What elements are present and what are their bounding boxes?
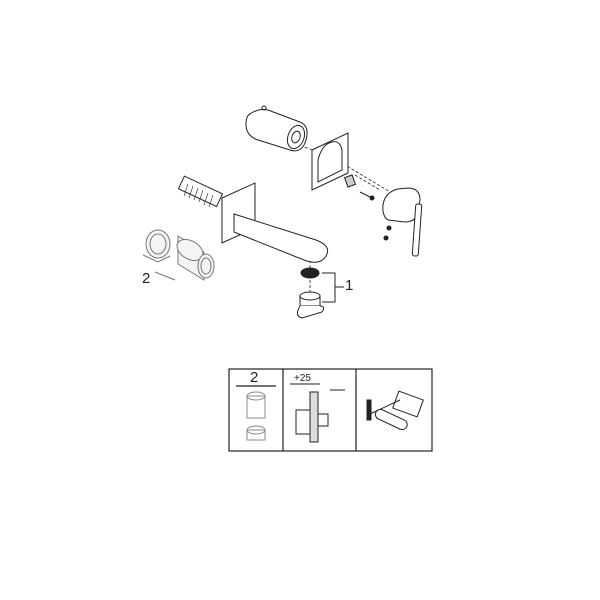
panel-cell-1-label: 2 — [250, 369, 259, 386]
cartridge-assembly — [142, 229, 215, 281]
escutcheon-plate — [311, 132, 349, 191]
aerator-assembly — [296, 267, 344, 319]
panel-cell-2-label: +25 — [294, 373, 311, 384]
set-screw — [343, 174, 375, 201]
callout-1-label: 1 — [345, 277, 354, 294]
callout-2-label: 2 — [142, 270, 151, 287]
panel-wall-section-icon — [290, 383, 345, 443]
lever-handle — [382, 187, 423, 257]
panel-cartridge-icon — [246, 391, 266, 441]
valve-cap — [245, 105, 308, 152]
spout — [177, 175, 329, 263]
panel-concealed-body-icon — [366, 390, 424, 431]
